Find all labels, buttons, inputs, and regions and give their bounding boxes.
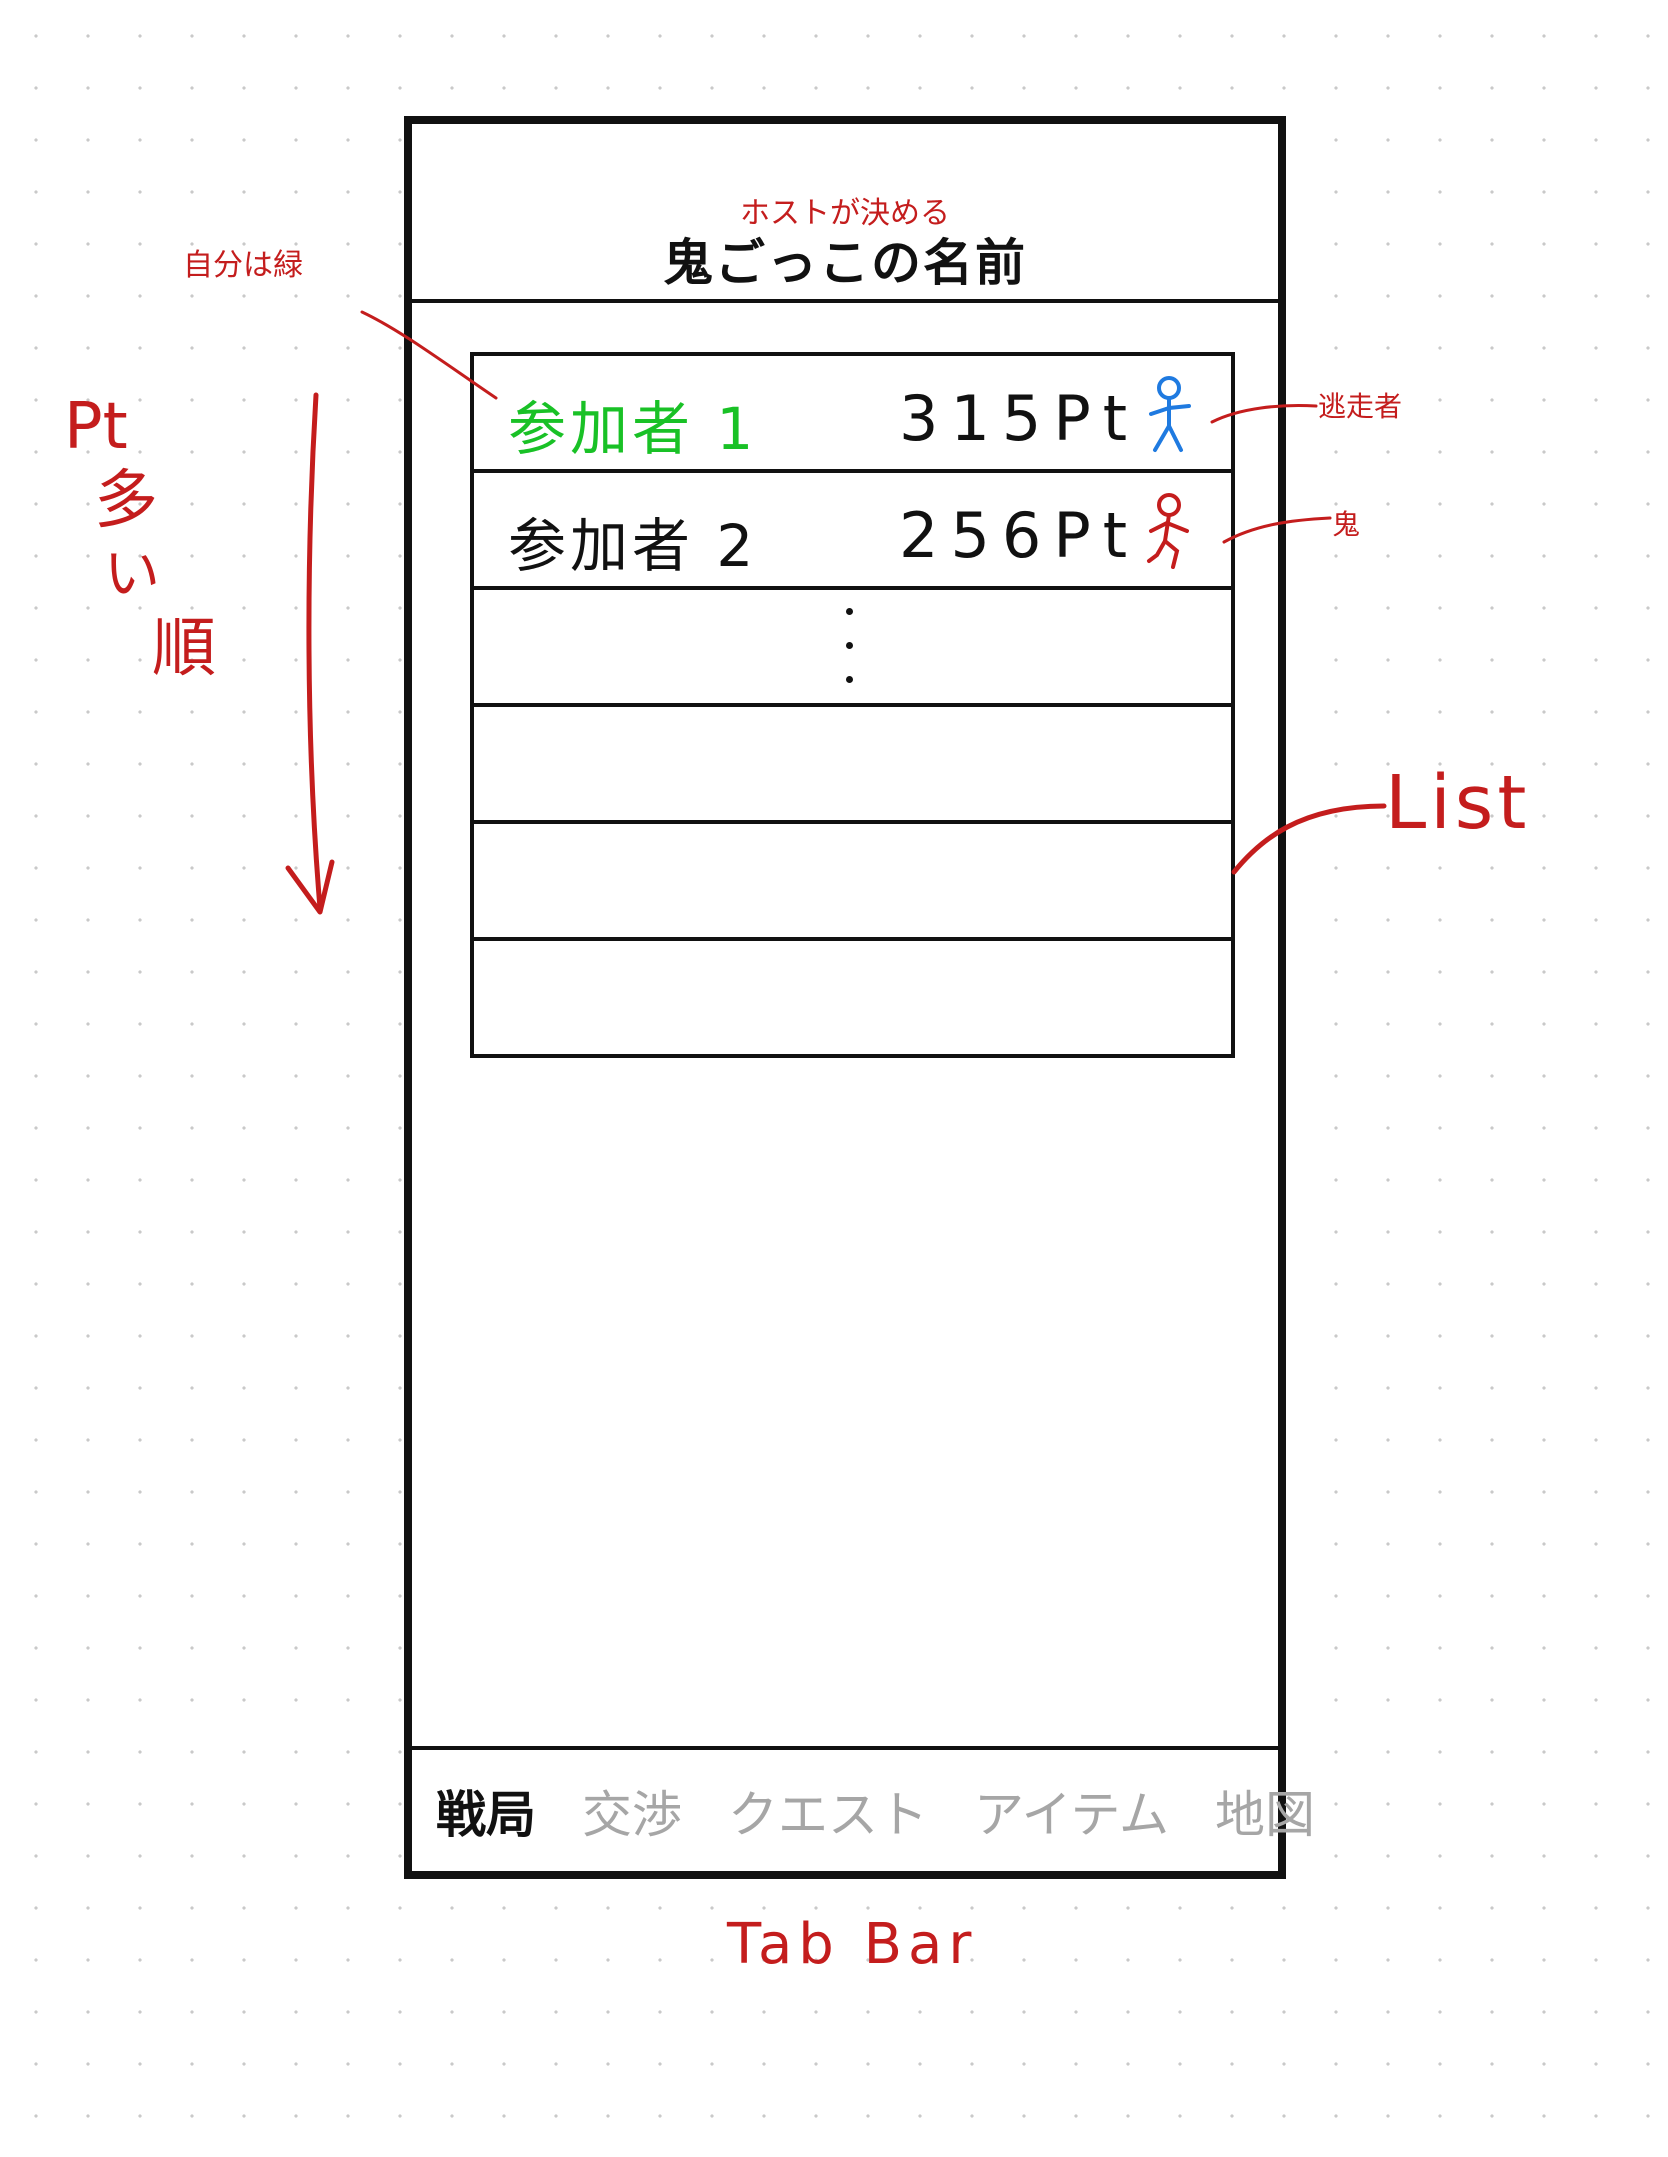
- tab-item[interactable]: アイテム: [974, 1785, 1169, 1844]
- list-item-empty: [474, 707, 1231, 824]
- annotation-host-decides: ホストが決める: [740, 196, 950, 231]
- annotation-order-text: 順: [152, 612, 216, 686]
- list-item[interactable]: 参加者 2 256Pt: [474, 473, 1231, 590]
- annotation-order-text: Pt: [64, 390, 128, 464]
- sort-arrow-icon: [306, 392, 323, 911]
- participant-name: 参加者 1: [508, 395, 758, 463]
- annotation-sort-order: Pt 多 い 順: [64, 390, 216, 686]
- participant-points: 315Pt: [899, 382, 1140, 455]
- tab-negotiation[interactable]: 交渉: [582, 1785, 682, 1844]
- arrow-head-icon: [285, 859, 335, 915]
- annotation-oni: 鬼: [1332, 508, 1361, 541]
- list-item-empty: [474, 824, 1231, 941]
- list-item-placeholder: [474, 590, 1231, 707]
- annotation-order-text: い: [104, 542, 160, 607]
- header: 鬼ごっこの名前: [412, 124, 1278, 303]
- tab-bar: 戦局 交渉 クエスト アイテム 地図: [412, 1746, 1315, 1871]
- list-item-empty: [474, 941, 1231, 1054]
- participant-list: 参加者 1 315Pt 参加者 2 256Pt: [470, 352, 1235, 1058]
- ellipsis-icon: [846, 608, 854, 688]
- annotation-order-text: 多: [94, 464, 158, 538]
- phone-frame: 鬼ごっこの名前 参加者 1 315Pt 参加者 2 256Pt: [404, 116, 1315, 1879]
- annotation-runner: 逃走者: [1318, 390, 1403, 423]
- runner-icon: [1149, 376, 1191, 452]
- tab-map[interactable]: 地図: [1215, 1785, 1315, 1844]
- page-title: 鬼ごっこの名前: [663, 234, 1027, 292]
- oni-icon: [1147, 493, 1189, 569]
- annotation-tab-bar: Tab Bar: [727, 1912, 978, 1977]
- participant-name: 参加者 2: [508, 512, 758, 580]
- tab-quest[interactable]: クエスト: [728, 1785, 928, 1844]
- annotation-self-green: 自分は緑: [183, 248, 303, 283]
- tab-battle[interactable]: 戦局: [436, 1785, 536, 1844]
- list-item[interactable]: 参加者 1 315Pt: [474, 356, 1231, 473]
- annotation-list: List: [1385, 760, 1531, 846]
- participant-points: 256Pt: [899, 499, 1140, 572]
